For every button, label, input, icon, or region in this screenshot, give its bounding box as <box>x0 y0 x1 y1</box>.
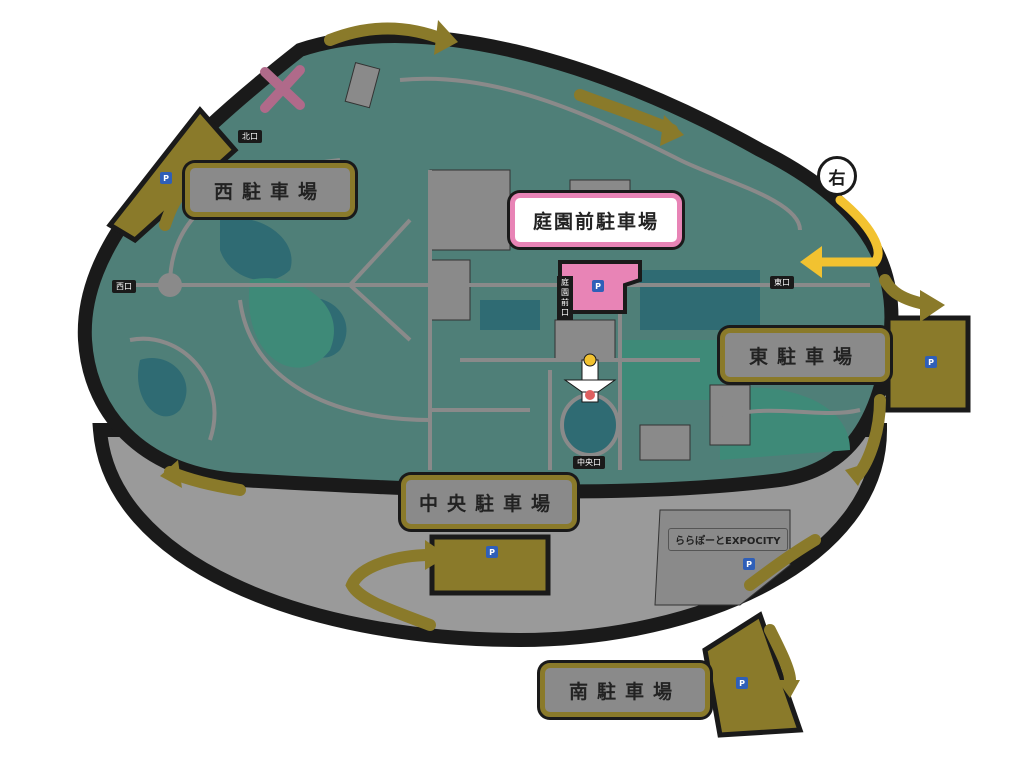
route-arrow-icon <box>159 189 186 231</box>
route-arrowheads <box>160 20 945 698</box>
west-parking-label[interactable]: 西駐車場 <box>185 163 355 217</box>
route-arrow-icon <box>764 624 796 686</box>
mall-area <box>654 509 791 606</box>
central-parking-label[interactable]: 中央駐車場 <box>401 475 577 529</box>
west-roundabout <box>158 273 182 297</box>
parking-icon: P <box>160 172 172 184</box>
east-gate-label: 東口 <box>770 276 794 289</box>
central-gate-label: 中央口 <box>573 456 605 469</box>
right-turn-route <box>810 195 883 267</box>
paths <box>120 76 870 470</box>
parking-icon: P <box>486 546 498 558</box>
south-parking-lot <box>702 611 804 738</box>
route-arrow-icon <box>345 549 436 631</box>
west-gate-label: 西口 <box>112 280 136 293</box>
central-pond <box>560 393 620 457</box>
mall-label[interactable]: ららぽーとEXPOCITY <box>668 528 788 551</box>
parking-icon: P <box>925 356 937 368</box>
route-arrow-icon <box>744 534 821 591</box>
garden-front-parking-label[interactable]: 庭園前駐車場 <box>510 193 682 247</box>
route-arrow-icon <box>324 22 451 46</box>
tower-of-sun-icon <box>563 353 617 403</box>
right-turn-arrowhead <box>800 246 822 278</box>
west-parking-lot <box>106 106 239 244</box>
closed-x-icon <box>260 65 305 113</box>
right-turn-marker-icon: 右 <box>817 156 857 196</box>
parking-icon: P <box>743 558 755 570</box>
east-parking-label[interactable]: 東駐車場 <box>720 328 890 382</box>
south-parking-label[interactable]: 南駐車場 <box>540 663 710 717</box>
garden-front-gate-label: 庭園前口 <box>557 276 573 320</box>
north-gate-label: 北口 <box>238 130 262 143</box>
parking-icon: P <box>592 280 604 292</box>
lawn-areas <box>248 278 850 460</box>
buildings <box>344 61 751 461</box>
parking-icon: P <box>736 677 748 689</box>
